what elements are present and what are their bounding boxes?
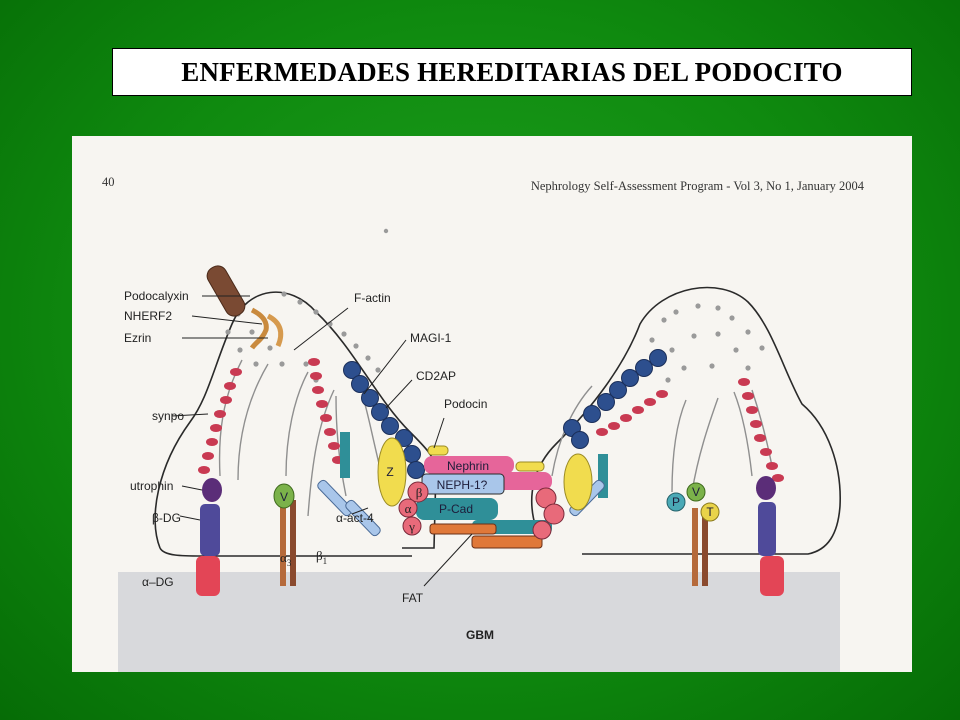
beta-dg-label: β-DG [152,511,181,525]
nephrin-label: Nephrin [447,459,489,473]
alpha3-integrin [280,500,286,586]
gbm-band [118,572,840,672]
alpha3-label: α3 [280,550,292,568]
alpha-actinin4-left [317,479,353,517]
talin-label: T [706,505,714,519]
alpha-dg-right [760,556,784,596]
catenin-group-right [532,487,565,540]
page-number: 40 [102,175,115,189]
zo1-left [377,437,407,507]
slide-title-box: ENFERMEDADES HEREDITARIAS DEL PODOCITO [112,48,912,96]
source-header: Nephrology Self-Assessment Program - Vol… [531,179,865,193]
ezrin-shape [266,313,284,347]
alpha-dg-label: α–DG [142,575,174,589]
left-gray-dots [225,228,389,383]
leader-lines [171,295,473,587]
paxillin-circle [666,492,686,512]
neph1-label: NEPH-1? [437,478,488,492]
utrophin-left [202,478,222,502]
gamma-catenin-label: γ [408,519,415,534]
nephrin-bar-2 [492,472,552,490]
nherf2-label: NHERF2 [124,309,172,323]
podocin-right [515,461,545,472]
right-actin-dots [596,378,784,482]
utrophin-label: utrophin [130,479,173,493]
fat-label: FAT [402,591,424,605]
beta1-integrin [290,500,296,586]
pcad-label: P-Cad [439,502,473,516]
podocyte-diagram-svg: 40 Nephrology Self-Assessment Program - … [102,175,865,672]
zo1-right [563,453,593,511]
ezrin-label: Ezrin [124,331,151,345]
pcad-bar [416,498,498,520]
beta1-label: β1 [316,548,327,566]
alpha-act4-label: α-act-4 [336,511,374,525]
alpha-catenin-label: α [405,501,412,516]
vinculin-right-circle [686,482,706,502]
fat-bar-2 [471,535,543,549]
podocin-left [427,445,449,456]
gbm-label: GBM [466,628,494,642]
right-integrin-a [692,508,698,586]
right-podocyte-outline [530,286,841,555]
podocin-label: Podocin [444,397,487,411]
vinculin-left-label: V [280,490,288,504]
slide-title: ENFERMEDADES HEREDITARIAS DEL PODOCITO [181,56,843,87]
zo1-label: Z [386,465,393,479]
cd2ap-label: CD2AP [416,369,456,383]
catenin-group-left [398,481,429,536]
utrophin-right [756,476,776,500]
podocyte-diagram: 40 Nephrology Self-Assessment Program - … [72,136,912,672]
right-integrin-b [702,508,708,586]
beta-dg-left [200,504,220,556]
talin-circle [700,502,720,522]
teal-bar-right [598,454,608,498]
left-actin-dots [198,358,344,474]
podocalyxin-label: Podocalyxin [124,289,189,303]
f-actin-label: F-actin [354,291,391,305]
teal-bar-left [340,432,350,478]
alpha-actinin4-left-2 [345,499,381,537]
podocalyxin-shape [206,265,246,317]
right-bead-chain [563,349,667,449]
beta-catenin-label: β [416,485,423,500]
vinculin-right-label: V [692,485,700,499]
synpo-label: synpo [152,409,184,423]
vinculin-left [273,483,295,509]
paxillin-label: P [672,495,680,509]
left-podocyte-base [159,547,412,557]
beta-dg-right [758,502,776,556]
nherf2-shape [249,307,269,350]
fat-bar [429,523,497,535]
left-bead-chain [343,361,425,479]
nephrin-bar [424,456,514,474]
magi1-label: MAGI-1 [410,331,452,345]
alpha-dg-left [196,556,220,596]
